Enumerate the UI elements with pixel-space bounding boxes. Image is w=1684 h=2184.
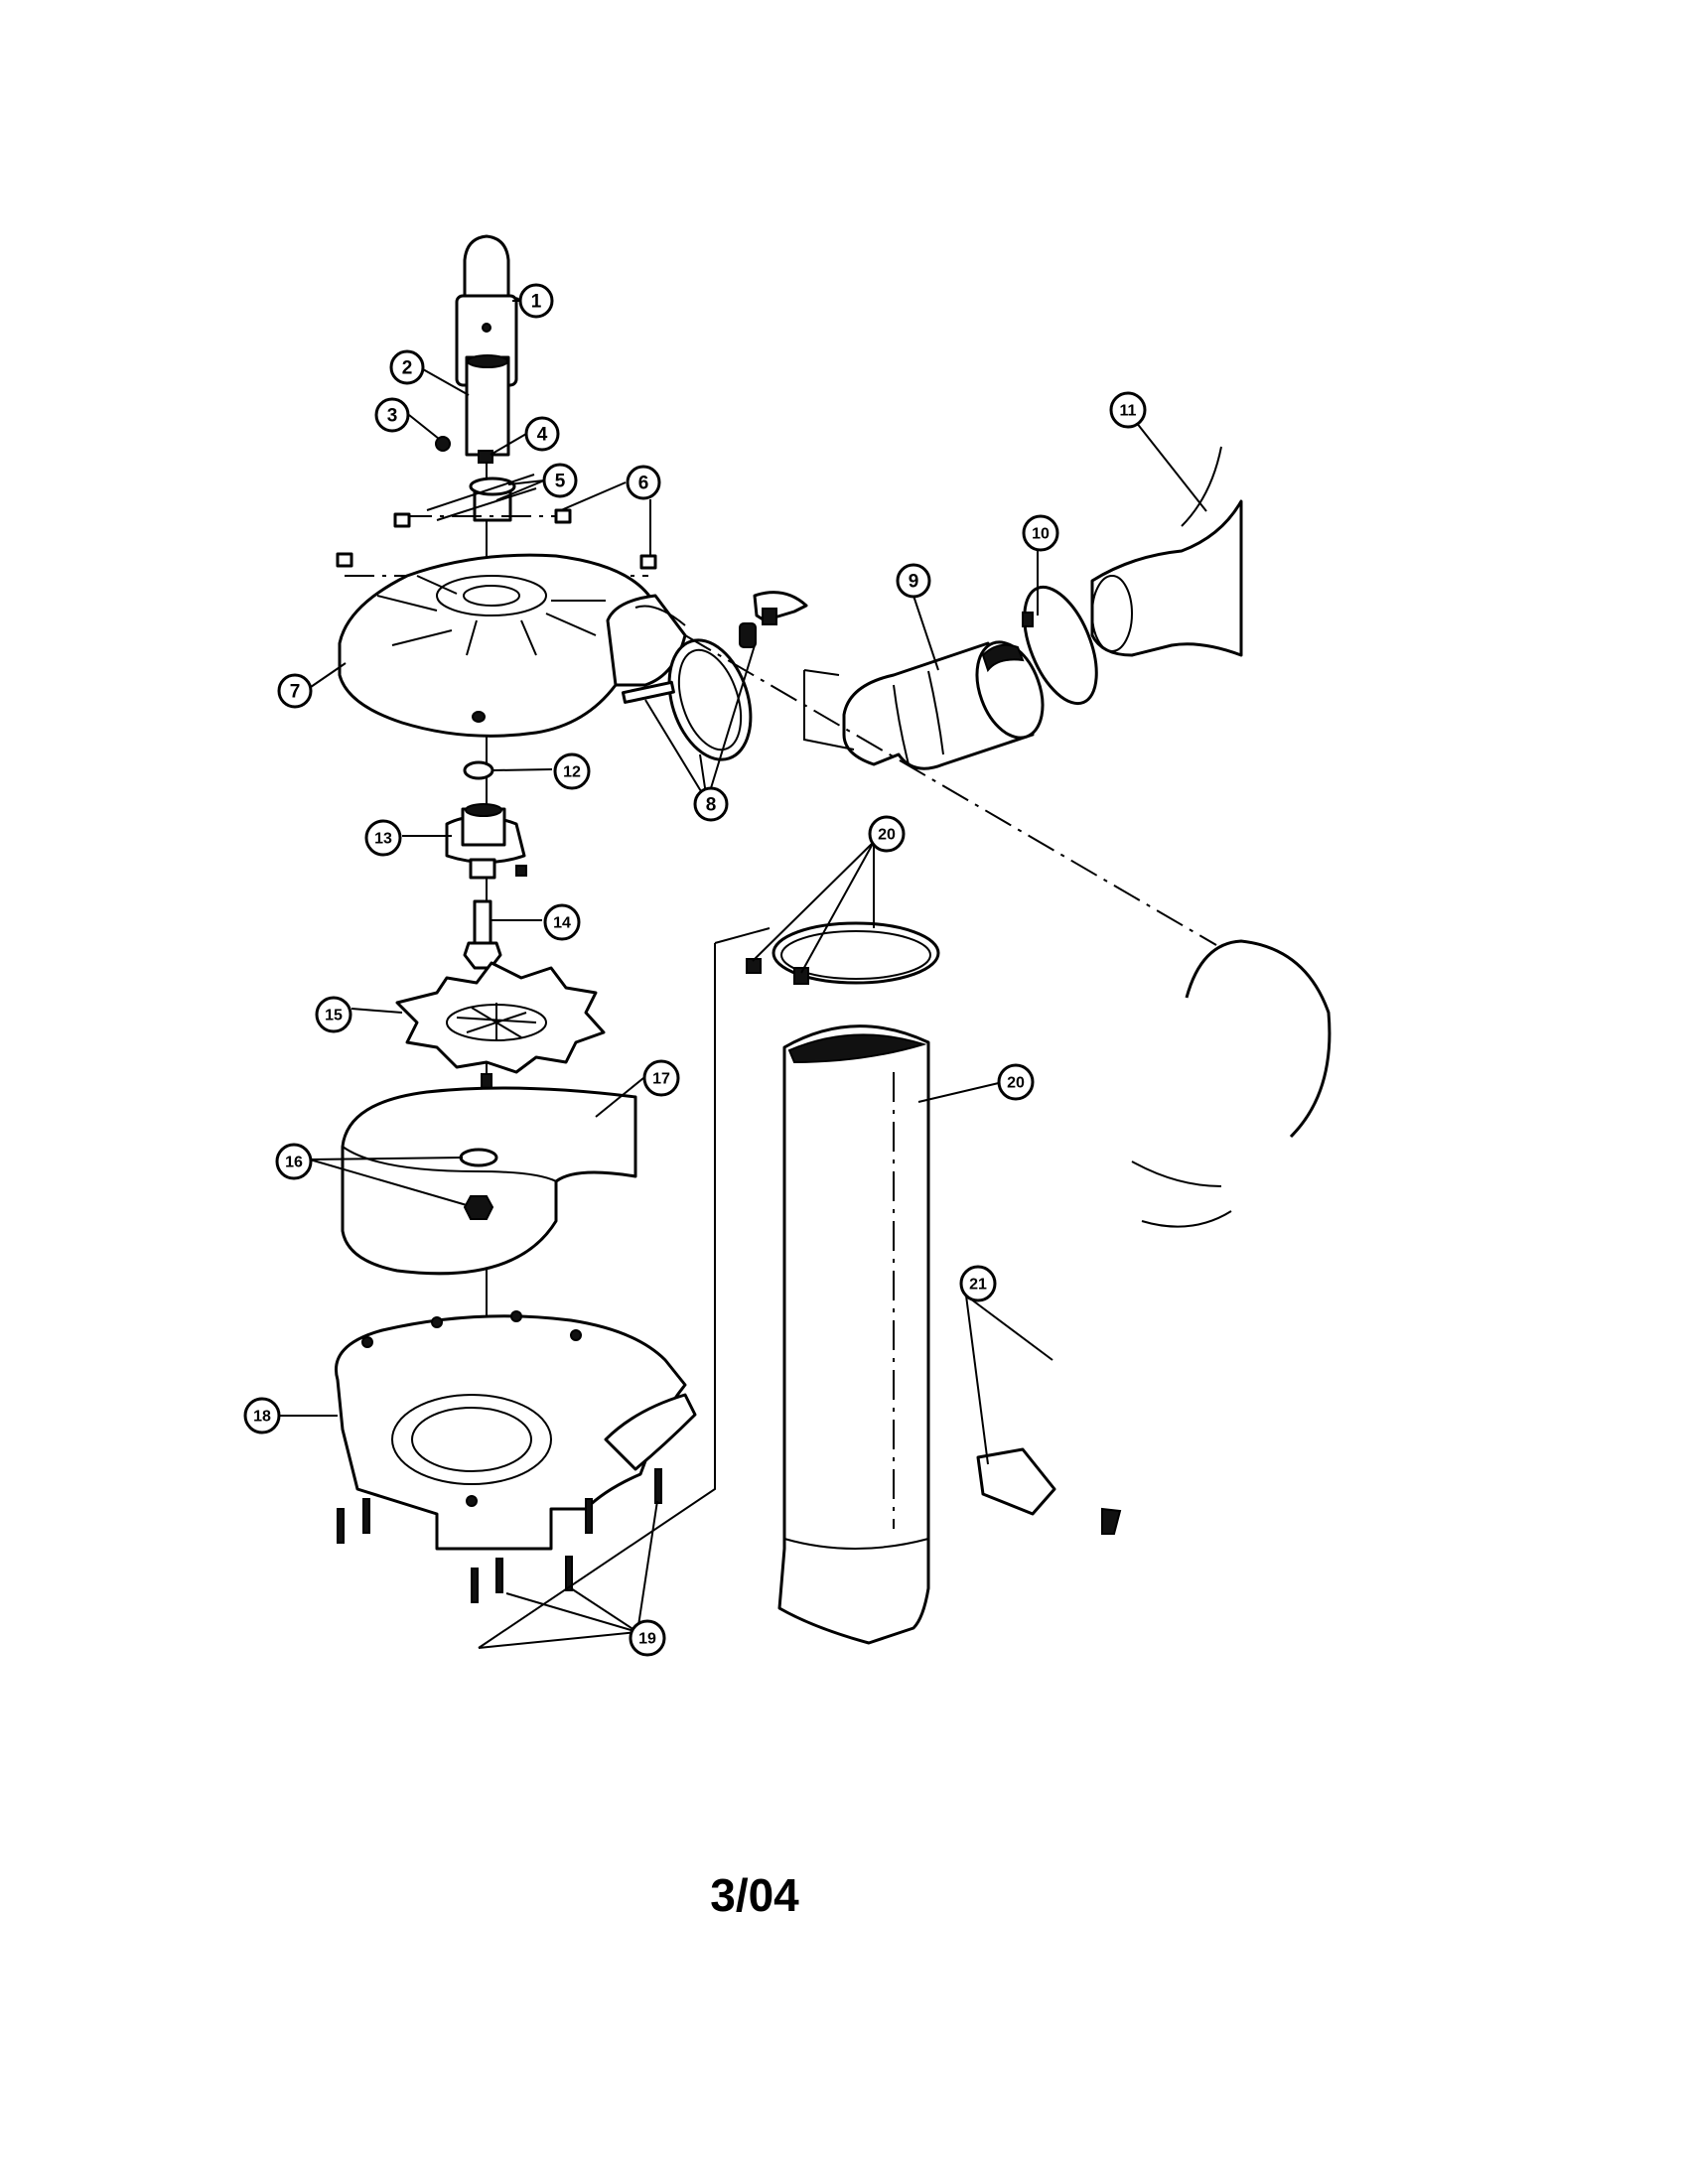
callout-8: 8 bbox=[693, 786, 729, 822]
part-2-tube bbox=[465, 354, 510, 457]
leader-11 bbox=[1131, 416, 1207, 512]
leader-9 bbox=[912, 595, 939, 671]
part-19-screws bbox=[337, 1468, 662, 1603]
leader-20d bbox=[917, 1081, 1004, 1103]
callout-17: 17 bbox=[642, 1059, 680, 1097]
leader-19d bbox=[478, 1631, 638, 1649]
svg-text:19: 19 bbox=[638, 1631, 656, 1648]
leader-21a bbox=[965, 1295, 989, 1465]
callout-6: 6 bbox=[626, 465, 661, 500]
leader-6 bbox=[560, 481, 627, 511]
callout-9: 9 bbox=[896, 563, 931, 599]
part-3-screw bbox=[435, 436, 451, 452]
part-7-upper-housing bbox=[338, 553, 687, 738]
svg-text:18: 18 bbox=[253, 1409, 271, 1426]
callout-18: 18 bbox=[243, 1397, 281, 1434]
svg-text:9: 9 bbox=[909, 572, 919, 593]
part-15-impeller bbox=[395, 961, 606, 1095]
callout-10: 10 bbox=[1022, 514, 1059, 552]
svg-text:20: 20 bbox=[1007, 1075, 1025, 1092]
svg-text:17: 17 bbox=[652, 1071, 670, 1088]
leader-8a bbox=[644, 699, 708, 802]
part-4-nut bbox=[478, 450, 493, 464]
svg-text:21: 21 bbox=[969, 1277, 987, 1294]
leader-3 bbox=[408, 414, 440, 440]
leader-19a bbox=[505, 1592, 638, 1633]
callout-12: 12 bbox=[553, 752, 591, 790]
svg-text:14: 14 bbox=[553, 915, 571, 932]
svg-text:7: 7 bbox=[290, 682, 301, 703]
part-5-bracket bbox=[426, 474, 537, 522]
svg-text:1: 1 bbox=[531, 292, 542, 313]
part-9-elbow bbox=[842, 640, 1045, 770]
page-code: 3/04 bbox=[710, 1869, 799, 1921]
callout-2: 2 bbox=[389, 349, 425, 385]
svg-text:4: 4 bbox=[537, 425, 548, 446]
leader-16a bbox=[309, 1157, 464, 1160]
callout-20b: 20 bbox=[997, 1063, 1035, 1101]
callout-7: 7 bbox=[277, 673, 313, 709]
svg-text:3: 3 bbox=[387, 406, 398, 427]
leader-5 bbox=[495, 479, 545, 501]
part-14-shaft bbox=[463, 899, 502, 970]
callout-14: 14 bbox=[543, 903, 581, 941]
svg-text:6: 6 bbox=[638, 474, 649, 494]
outlet-connection-line bbox=[684, 634, 1217, 946]
callout-15: 15 bbox=[315, 996, 352, 1033]
part-8-clamp bbox=[621, 591, 808, 761]
part-11-hose bbox=[1090, 446, 1243, 657]
part-16-nut bbox=[463, 1195, 494, 1220]
callout-13: 13 bbox=[364, 819, 402, 857]
svg-text:12: 12 bbox=[563, 764, 581, 781]
leader-19b bbox=[570, 1587, 638, 1633]
part-18-lower-housing bbox=[335, 1310, 697, 1551]
tube-connection-line bbox=[478, 943, 716, 1649]
leader-15 bbox=[351, 1008, 403, 1014]
svg-text:16: 16 bbox=[285, 1155, 303, 1171]
leader-21b bbox=[965, 1295, 1053, 1361]
part-17-scroll-liner bbox=[341, 1086, 637, 1276]
leader-2 bbox=[422, 368, 470, 396]
svg-text:13: 13 bbox=[374, 831, 392, 848]
leader-4 bbox=[490, 433, 527, 456]
callout-19: 19 bbox=[629, 1619, 666, 1657]
callout-1: 1 bbox=[518, 283, 554, 319]
callout-21: 21 bbox=[959, 1265, 997, 1302]
svg-text:15: 15 bbox=[325, 1008, 343, 1024]
callout-20a: 20 bbox=[868, 815, 906, 853]
svg-text:8: 8 bbox=[706, 795, 717, 816]
svg-text:2: 2 bbox=[402, 358, 413, 379]
callout-5: 5 bbox=[542, 463, 578, 498]
leader-20b bbox=[800, 841, 875, 974]
leader-17 bbox=[595, 1077, 644, 1118]
leader-7 bbox=[310, 662, 347, 688]
part-20-collection-tube bbox=[777, 1024, 930, 1645]
callout-11: 11 bbox=[1109, 391, 1147, 429]
part-13-motor-mount bbox=[445, 803, 527, 880]
part-12-washer bbox=[463, 760, 494, 780]
leader-12 bbox=[492, 768, 553, 771]
leader-5b bbox=[507, 479, 545, 485]
callout-16: 16 bbox=[275, 1143, 313, 1180]
part-21-chute bbox=[976, 939, 1332, 1535]
callout-4: 4 bbox=[524, 416, 560, 452]
part-16-washer bbox=[459, 1148, 498, 1167]
leader-8c bbox=[706, 644, 756, 802]
svg-text:11: 11 bbox=[1120, 403, 1137, 420]
leader-19c bbox=[636, 1500, 658, 1633]
leader-20a bbox=[752, 841, 875, 962]
tube-connection-line-2 bbox=[714, 927, 771, 944]
svg-text:10: 10 bbox=[1032, 526, 1050, 543]
part-20-clamp-ring bbox=[746, 921, 940, 985]
svg-text:20: 20 bbox=[878, 827, 896, 844]
svg-text:5: 5 bbox=[555, 472, 566, 492]
elbow-connection-line bbox=[803, 669, 855, 751]
callout-3: 3 bbox=[374, 397, 410, 433]
leader-16b bbox=[309, 1159, 468, 1206]
